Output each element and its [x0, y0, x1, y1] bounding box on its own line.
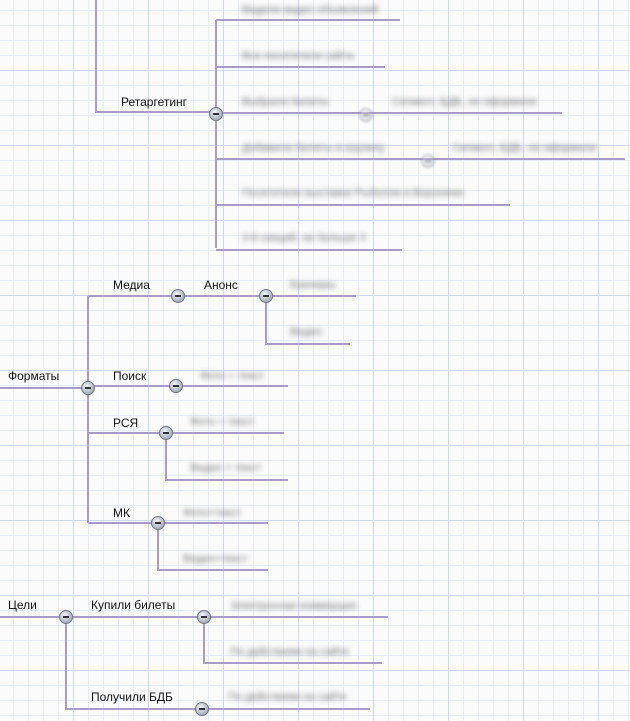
- node-retargeting[interactable]: Ретаргетинг: [121, 95, 188, 109]
- node-search[interactable]: Поиск: [113, 369, 147, 383]
- node-mk[interactable]: МК: [113, 506, 130, 520]
- collapse-toggle-r3[interactable]: [359, 108, 373, 122]
- node-got-bdb[interactable]: Получили БДБ: [91, 690, 173, 704]
- collapse-toggle-formats[interactable]: [81, 381, 95, 395]
- collapse-toggle-got-bdb[interactable]: [195, 702, 209, 716]
- leaf-mk-1[interactable]: Фото+текст: [183, 507, 242, 519]
- leaf-r2[interactable]: Все посетители сайта: [242, 50, 354, 62]
- collapse-toggle-media[interactable]: [171, 289, 185, 303]
- node-announce[interactable]: Анонс: [204, 278, 238, 292]
- leaf-r6[interactable]: 3-6 секций, не больше 3: [242, 232, 366, 244]
- collapse-toggle-search[interactable]: [169, 379, 183, 393]
- collapse-toggle-bought-tickets[interactable]: [197, 610, 211, 624]
- node-rsya[interactable]: РСЯ: [113, 416, 139, 430]
- leaf-rsya-2[interactable]: Видео + текст: [190, 462, 262, 474]
- leaf-r4b[interactable]: Сегмент, БДБ, не оформили: [452, 142, 597, 154]
- leaf-announce-2[interactable]: Видео: [290, 326, 323, 338]
- leaf-bdb-1[interactable]: По действиям на сайте: [228, 691, 347, 703]
- leaf-r1[interactable]: Видели видео объявлений: [242, 4, 379, 16]
- leaf-r5[interactable]: Посетители выставки Рыболов в Воронеже: [242, 187, 464, 199]
- leaf-announce-1[interactable]: Баннеры: [290, 279, 336, 291]
- node-goals[interactable]: Цели: [8, 598, 37, 612]
- leaf-bought-1[interactable]: Электронная коммерция: [230, 600, 357, 612]
- leaf-bought-2[interactable]: По действиям на сайте: [230, 646, 349, 658]
- collapse-toggle-r4[interactable]: [421, 154, 435, 168]
- collapse-toggle-goals[interactable]: [59, 610, 73, 624]
- collapse-toggle-rsya[interactable]: [159, 426, 173, 440]
- leaf-r3a[interactable]: Выбрали билеты: [242, 96, 329, 108]
- node-media[interactable]: Медиа: [113, 278, 150, 292]
- collapse-toggle-announce[interactable]: [259, 289, 273, 303]
- collapse-toggle-retargeting[interactable]: [209, 107, 223, 121]
- leaf-r3b[interactable]: Сегмент, БДБ, не оформили: [392, 96, 537, 108]
- node-bought-tickets[interactable]: Купили билеты: [91, 598, 176, 612]
- leaf-r4a[interactable]: Добавили билеты в корзину: [242, 142, 385, 154]
- leaf-mk-2[interactable]: Видео+текст: [183, 553, 249, 565]
- leaf-search-1[interactable]: Фото + текст: [200, 370, 265, 382]
- node-formats[interactable]: Форматы: [8, 369, 60, 383]
- leaf-rsya-1[interactable]: Фото + текст: [190, 416, 255, 428]
- collapse-toggle-mk[interactable]: [151, 516, 165, 530]
